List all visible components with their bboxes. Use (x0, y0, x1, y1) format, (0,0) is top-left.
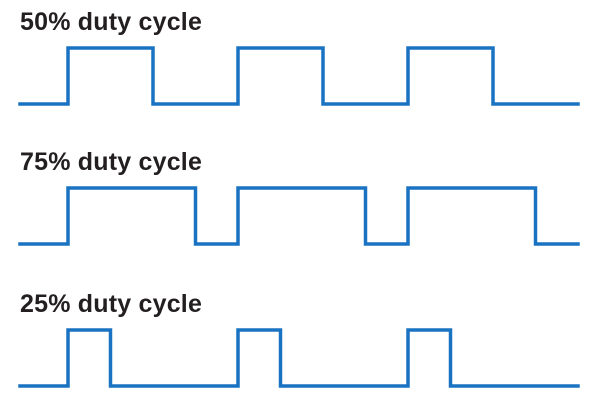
waveform-panel-50: 50% duty cycle (0, 8, 600, 118)
square-wave-50 (18, 46, 580, 106)
panel-title-25: 25% duty cycle (20, 290, 203, 318)
square-wave-75 (18, 186, 580, 246)
square-wave-25 (18, 328, 580, 388)
square-wave-path (18, 186, 580, 246)
panel-title-75: 75% duty cycle (20, 148, 203, 176)
waveform-panel-75: 75% duty cycle (0, 148, 600, 258)
square-wave-path (18, 328, 580, 388)
waveform-panel-25: 25% duty cycle (0, 290, 600, 400)
panel-title-50: 50% duty cycle (20, 8, 203, 36)
square-wave-path (18, 46, 580, 106)
